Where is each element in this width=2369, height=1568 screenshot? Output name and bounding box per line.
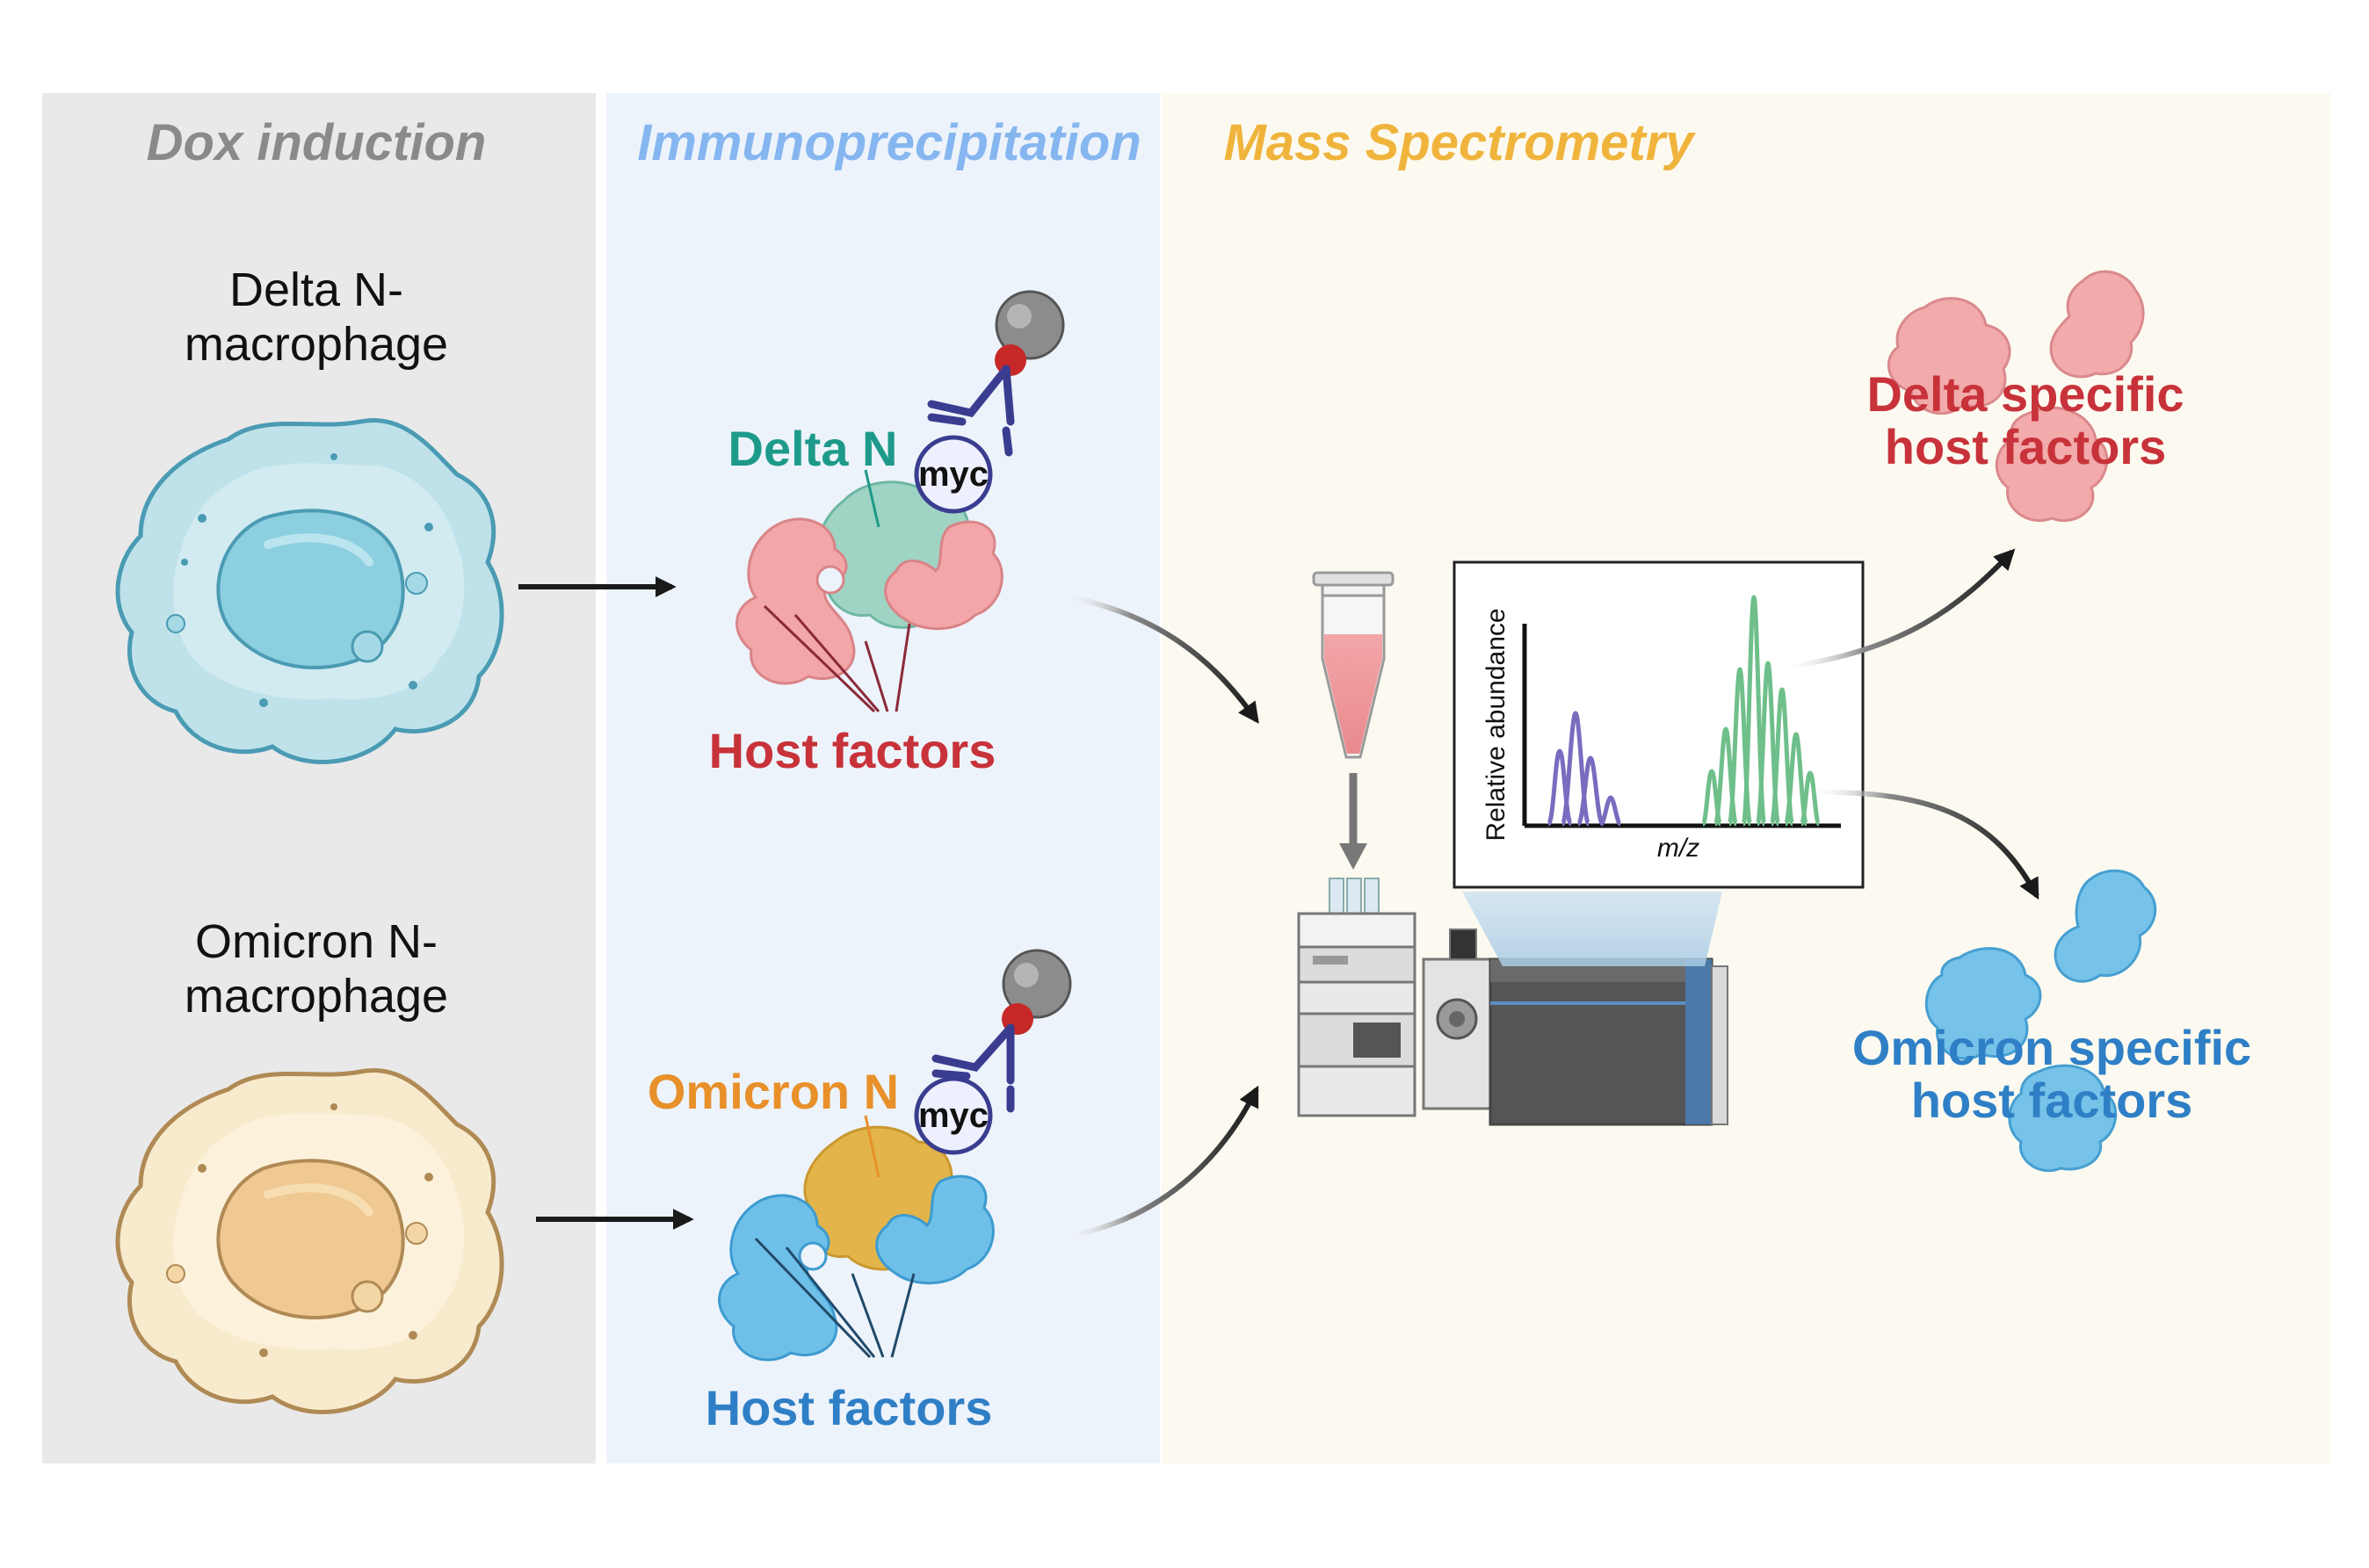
omicron-n-label: Omicron N (648, 1064, 899, 1119)
delta-macrophage-cell (115, 418, 504, 764)
omicron-cell-label-line1: Omicron N- (195, 915, 438, 968)
arrow-omicron-ip-to-ms (1062, 1085, 1259, 1239)
myc-tag (914, 1076, 993, 1155)
arrow-ms-to-omicron-factors (1809, 789, 2039, 900)
omicron-specific-factors-proteins (1924, 869, 2157, 1173)
omicron-specific-label-line1: Omicron specific (1852, 1020, 2251, 1075)
myc-tag-label: myc (918, 455, 989, 494)
delta-specific-label-line1: Delta specific (1866, 366, 2184, 422)
myc-tag-label: myc (918, 1096, 989, 1135)
mass-spectrum-plot: Relative abundance m/z (1453, 560, 1865, 889)
arrow-delta-ip-to-ms (1062, 593, 1259, 724)
antibody-icon (931, 1023, 1015, 1113)
delta-ip-complex: myc (735, 290, 1065, 713)
delta-specific-label-line2: host factors (1885, 419, 2167, 474)
spectrum-y-axis-label: Relative abundance (1482, 608, 1511, 841)
myc-tag (914, 435, 993, 514)
spectrum-x-axis-label: m/z (1657, 834, 1699, 863)
omicron-ip-complex: myc (718, 949, 1072, 1362)
arrow-ms-to-delta-factors (1783, 548, 2016, 670)
lc-ms-instrument-icon (1297, 878, 1728, 1126)
ms-panel-title: Mass Spectrometry (1223, 114, 1696, 171)
dox-panel-title: Dox induction (147, 114, 487, 171)
ip-panel-title: Immunoprecipitation (637, 114, 1141, 171)
omicron-specific-label-line2: host factors (1911, 1073, 2193, 1128)
omicron-macrophage-cell (115, 1068, 504, 1414)
omicron-host-factors-label: Host factors (706, 1380, 993, 1435)
antibody-icon (927, 365, 1015, 457)
delta-specific-factors-proteins (1887, 270, 2145, 523)
omicron-cell-label-line2: macrophage (185, 970, 448, 1022)
sample-tube-icon (1312, 571, 1395, 870)
delta-cell-label-line1: Delta N- (229, 264, 403, 316)
delta-n-label: Delta N (728, 421, 898, 476)
delta-host-factors-label: Host factors (709, 723, 996, 778)
delta-cell-label-line2: macrophage (185, 318, 448, 371)
